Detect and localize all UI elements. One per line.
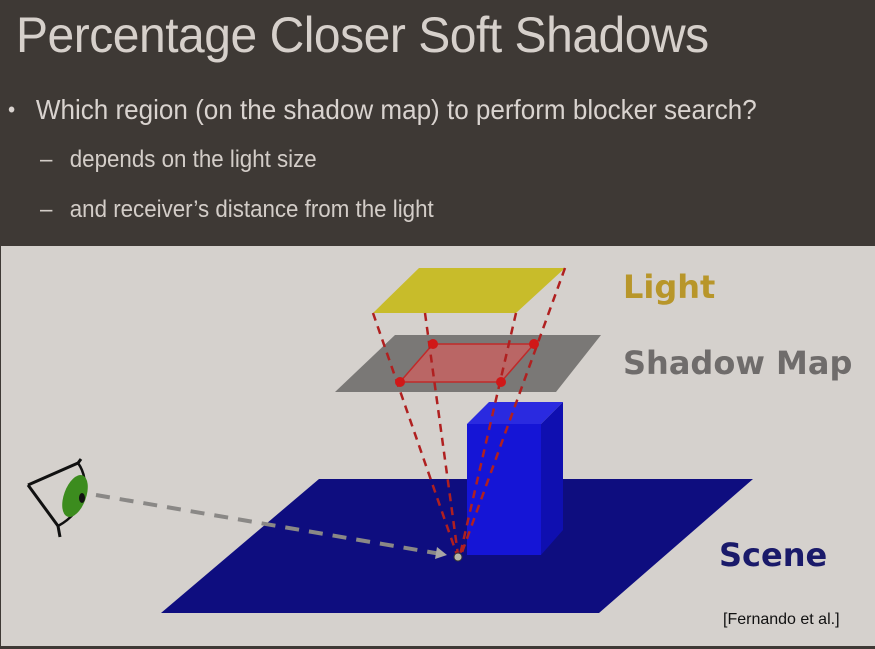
pcss-diagram: Light Shadow Map Scene [Fernando et al.]: [1, 246, 875, 646]
citation: [Fernando et al.]: [723, 611, 840, 628]
slide-header: Percentage Closer Soft Shadows • Which re…: [0, 0, 875, 246]
sub-bullet-text: and receiver’s distance from the light: [69, 196, 434, 223]
eye-icon: [26, 458, 88, 538]
view-ray: [95, 493, 448, 559]
diagram-canvas: [26, 267, 753, 613]
frustum-lines: [371, 267, 567, 556]
sub-bullet-receiver-distance: –and receiver’s distance from the light: [40, 195, 434, 225]
slide-title: Percentage Closer Soft Shadows: [16, 7, 709, 63]
shadow-map-label: Shadow Map: [623, 344, 853, 382]
search-region-corners: [395, 339, 539, 387]
light-plane: [373, 268, 565, 313]
bottom-border: [0, 646, 875, 649]
scene-plane: [161, 479, 753, 613]
scene-label: Scene: [719, 536, 828, 574]
blocker-box: [467, 402, 563, 555]
sub-bullet-text: depends on the light size: [69, 146, 317, 173]
bullet-marker: •: [8, 97, 16, 122]
light-label: Light: [623, 268, 716, 306]
bullet-main: • Which region (on the shadow map) to per…: [8, 92, 757, 128]
sub-bullet-marker: –: [40, 146, 53, 173]
receiver-point: [453, 552, 463, 562]
bullet-text: Which region (on the shadow map) to perf…: [35, 94, 757, 125]
sub-bullet-light-size: –depends on the light size: [40, 145, 317, 175]
sub-bullet-marker: –: [40, 196, 53, 223]
